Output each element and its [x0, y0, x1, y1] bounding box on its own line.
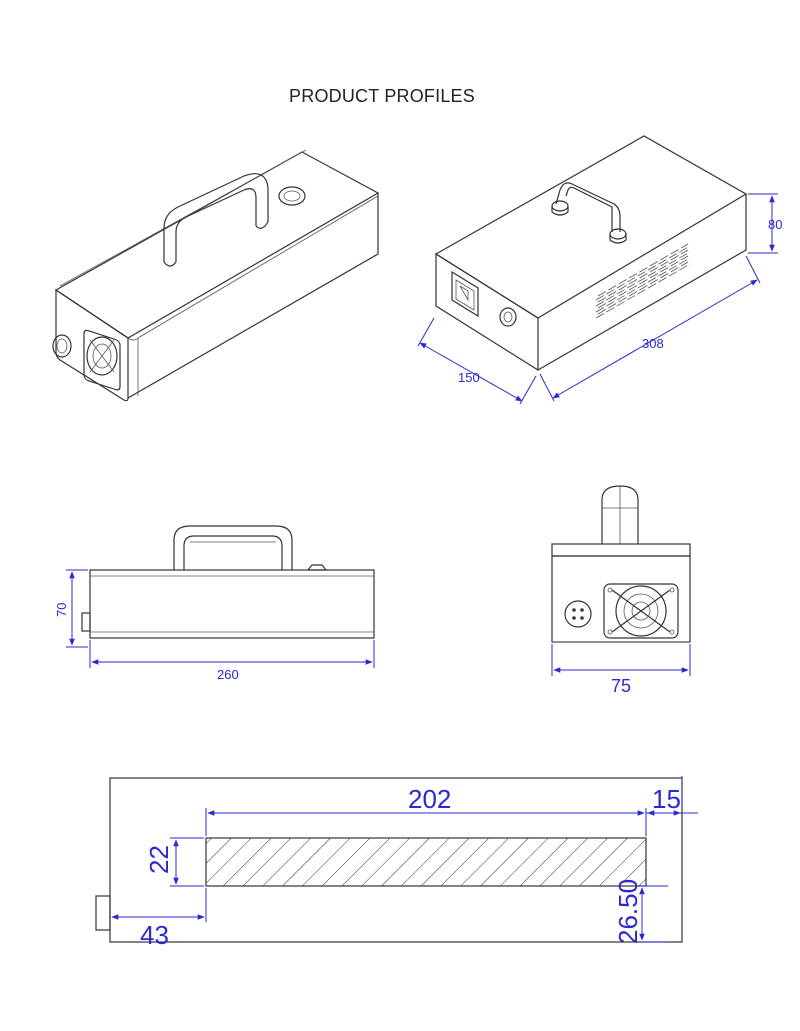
iso2-handle	[555, 182, 621, 232]
dim-section-right-offset: 15	[652, 784, 681, 814]
dim-section-left-offset: 43	[140, 920, 169, 950]
iso1-switch	[278, 186, 306, 206]
section-hatched-band	[205, 837, 647, 887]
dim-section-band-height: 22	[144, 845, 174, 874]
section-connector	[95, 895, 111, 931]
iso1-handle	[163, 173, 269, 262]
side-body	[89, 569, 375, 639]
iso2-power-socket	[451, 270, 479, 318]
dim-iso-length: 308	[642, 336, 664, 351]
dim-side-height: 70	[54, 603, 69, 617]
dim-iso-width: 150	[458, 370, 480, 385]
page-title: PRODUCT PROFILES	[289, 86, 475, 106]
side-handle	[173, 525, 293, 570]
front-connector	[564, 600, 592, 628]
front-body	[551, 555, 691, 643]
section-view: 202 15 22 43 26.50	[95, 776, 698, 950]
iso2-connector	[499, 307, 517, 327]
dim-iso-length-line	[552, 279, 758, 399]
iso2-front-face	[435, 252, 539, 372]
front-view: 75	[551, 485, 691, 696]
iso1-side-face	[127, 193, 379, 399]
dim-section-length: 202	[408, 784, 451, 814]
front-top-band	[551, 543, 691, 557]
iso1-top-edge	[59, 149, 307, 287]
dim-section-bottom-offset: 26.50	[613, 879, 643, 944]
side-connector	[81, 612, 91, 632]
dim-iso-height: 80	[768, 217, 782, 232]
dim-iso-width-line	[419, 342, 523, 402]
iso2-top-face	[434, 135, 748, 319]
section-outline	[109, 777, 683, 943]
side-switch	[306, 564, 328, 571]
dim-front-width: 75	[611, 676, 631, 696]
dim-side-length: 260	[217, 667, 239, 682]
iso1-connector	[52, 334, 72, 358]
iso1-top-face	[54, 151, 380, 339]
iso1-fan	[83, 329, 121, 391]
iso2-vent	[595, 243, 691, 319]
front-fan	[603, 583, 679, 639]
side-view: 70 260	[54, 525, 375, 682]
iso-view-rear: 80 308 150	[417, 135, 782, 405]
iso-view-handle	[52, 149, 380, 402]
